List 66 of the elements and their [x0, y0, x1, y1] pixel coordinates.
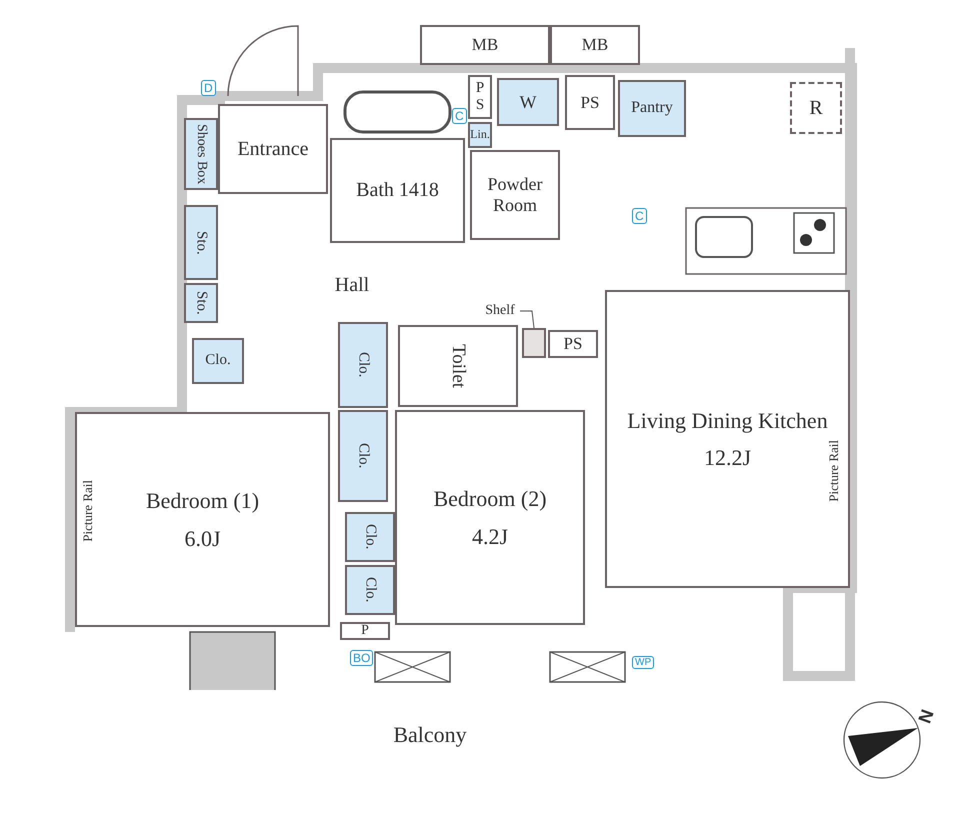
room-outline	[468, 75, 492, 119]
room-outline	[330, 138, 465, 243]
icon-letter: C	[452, 108, 467, 124]
room-label: MB	[472, 35, 498, 55]
icon-letter: WP	[632, 656, 654, 669]
room-label: Living Dining Kitchen	[627, 408, 828, 433]
room-label: PS	[580, 92, 600, 112]
room-outline	[395, 410, 585, 625]
room-area: 12.2J	[704, 445, 752, 470]
room-outline	[184, 283, 218, 323]
room-label: Shelf	[485, 302, 515, 320]
room-label: Clo.	[362, 577, 379, 603]
icon-letter: C	[632, 208, 647, 224]
room-label: Powder Room	[486, 174, 544, 216]
room-outline	[184, 118, 218, 190]
room-outline	[548, 330, 598, 358]
room-label: Bath 1418	[356, 179, 439, 202]
room-outline	[345, 565, 395, 615]
room-label: P S	[475, 80, 485, 114]
room-outline	[550, 25, 640, 65]
compass-letter: N	[914, 706, 939, 726]
room-outline	[497, 78, 559, 126]
room-label: MB	[582, 35, 608, 55]
room-outline	[184, 205, 218, 280]
room-outline	[605, 290, 850, 588]
room-outline	[340, 622, 390, 640]
rail-label: Picture Rail	[826, 440, 842, 502]
room-area: 6.0J	[184, 526, 221, 551]
room-label: Clo.	[362, 524, 379, 550]
room-label: Hall	[334, 274, 370, 296]
room-outline	[75, 412, 330, 627]
icon-letter: D	[201, 80, 216, 96]
leader-line	[520, 310, 534, 328]
room-outline	[618, 80, 686, 137]
room-outline	[398, 325, 518, 407]
room-outline	[218, 104, 328, 194]
room-outline	[338, 322, 388, 408]
rail-label: Picture Rail	[80, 480, 96, 542]
room-outline	[420, 25, 550, 65]
room-outline	[565, 75, 615, 130]
room-label: Bedroom (2)	[433, 486, 547, 512]
room-outline	[790, 82, 842, 134]
icon-letter: BO	[350, 650, 374, 666]
room-label: Clo.	[354, 352, 372, 378]
shelf-bar	[522, 328, 546, 358]
room-label: Balcony	[393, 722, 467, 748]
room-label: Lin.	[470, 128, 490, 142]
room-outline	[345, 512, 395, 562]
room-outline	[468, 122, 492, 148]
room-label: Sto.	[192, 230, 210, 254]
room-label: Entrance	[237, 138, 309, 160]
room-label: Sto.	[192, 291, 210, 315]
room-outline	[192, 338, 244, 384]
room-label: P	[361, 622, 369, 640]
room-area: 4.2J	[472, 524, 508, 549]
room-label: PS	[564, 334, 582, 354]
room-label: Bedroom (1)	[146, 488, 260, 514]
room-label: Shoes Box	[193, 124, 210, 184]
room-label: Toilet	[447, 344, 469, 388]
room-label: Pantry	[631, 99, 673, 118]
room-label: Clo.	[354, 443, 372, 469]
room-label: W	[520, 92, 536, 112]
room-label: R	[809, 96, 823, 120]
room-label: Clo.	[205, 352, 231, 370]
room-outline	[338, 410, 388, 502]
room-outline	[470, 150, 560, 240]
